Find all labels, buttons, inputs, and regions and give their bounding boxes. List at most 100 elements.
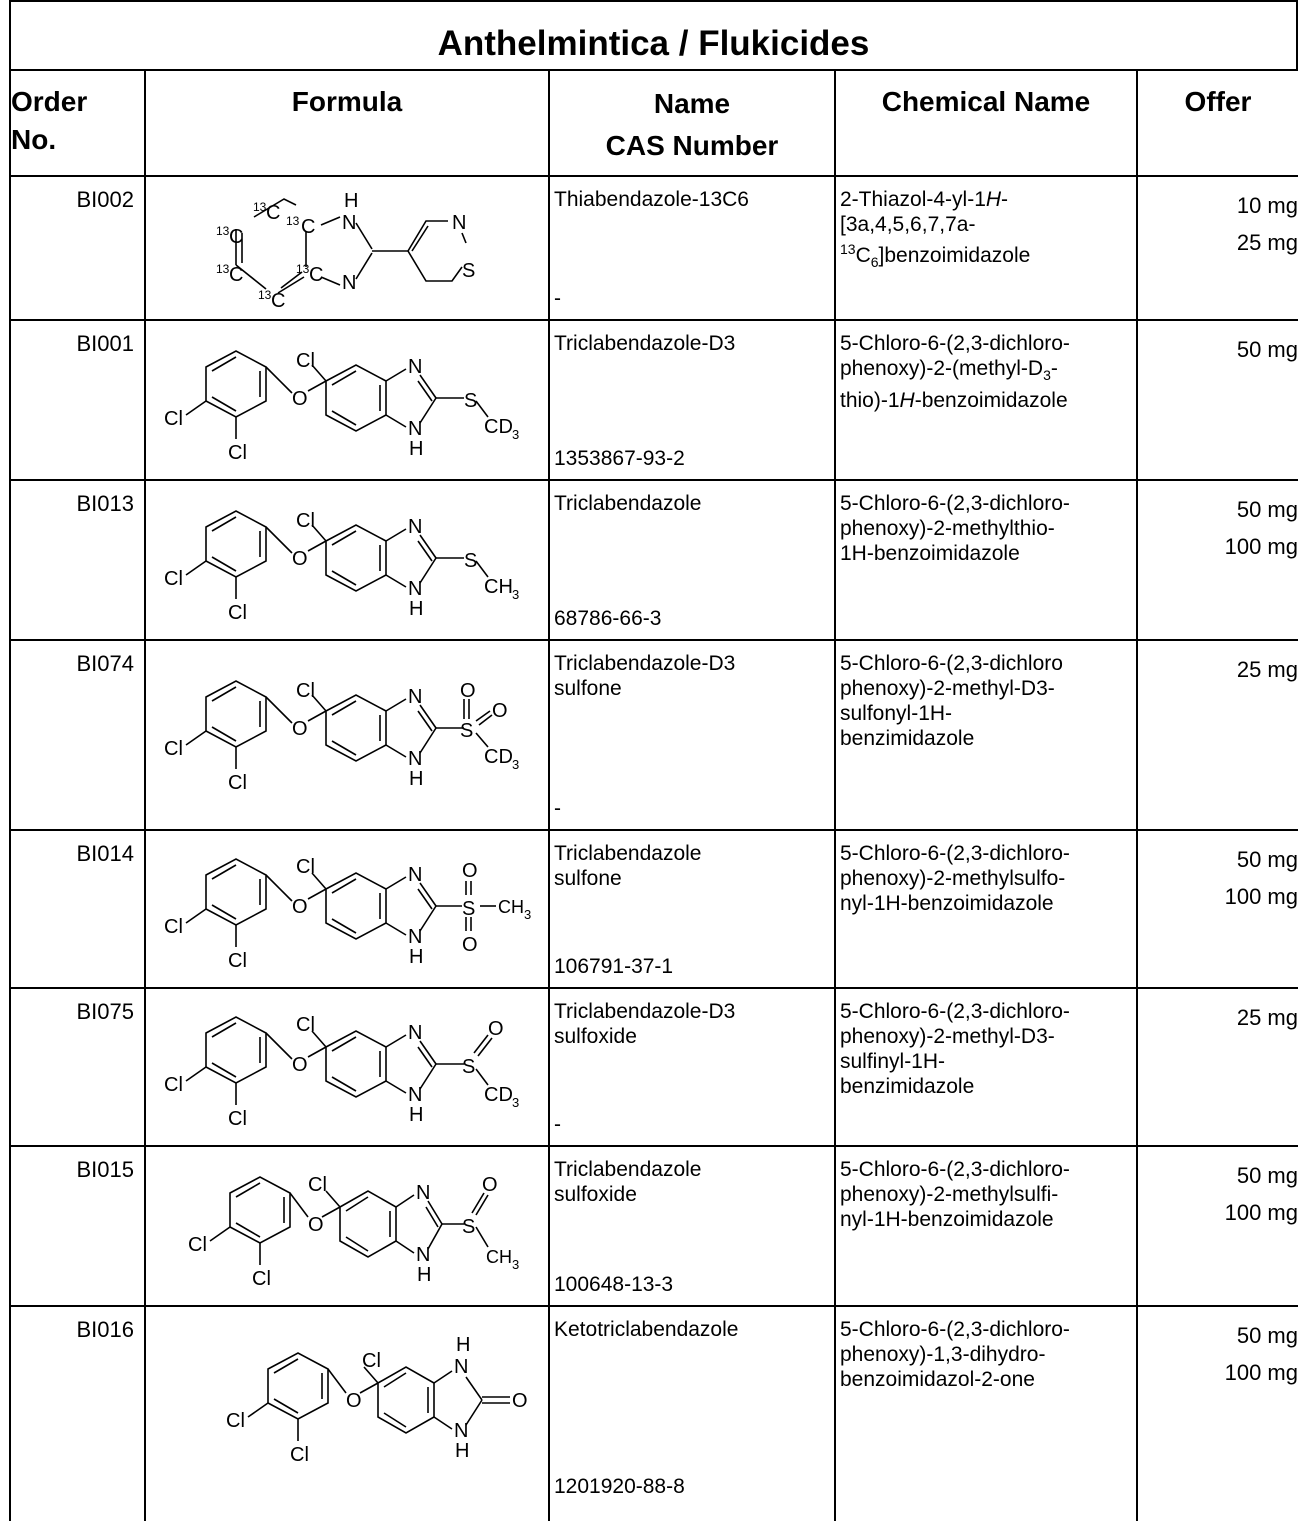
svg-text:N: N (454, 1356, 468, 1378)
structure-cell: Cl Cl Cl O N N H S CD 3 (144, 319, 550, 481)
svg-text:H: H (409, 1104, 423, 1126)
svg-text:Cl: Cl (296, 680, 315, 702)
svg-text:H: H (455, 1440, 469, 1462)
svg-text:3: 3 (524, 907, 531, 922)
svg-text:Cl: Cl (228, 950, 247, 972)
svg-text:C: C (266, 202, 280, 224)
svg-text:S: S (460, 720, 473, 742)
offer-amount: 50 mg (1236, 847, 1298, 872)
svg-text:N: N (408, 356, 422, 378)
cas-number: 106791-37-1 (554, 955, 674, 978)
svg-text:N: N (342, 212, 356, 234)
order-number: BI001 (9, 319, 146, 481)
chemical-name: 5-Chloro-6-(2,3-dichloro- phenoxy)-2-met… (834, 479, 1138, 641)
svg-text:O: O (292, 388, 308, 410)
product-name: Triclabendazole (554, 1158, 702, 1181)
triclabendazole-d3-sulfoxide-structure: Cl Cl Cl O N N H O S CD 3 (164, 1014, 519, 1130)
offer-amount: 100 mg (1224, 1200, 1298, 1225)
svg-text:Cl: Cl (296, 856, 315, 878)
structure-cell: Cl Cl Cl O N N H O S CH 3 (144, 1145, 550, 1307)
order-number: BI074 (9, 639, 146, 831)
svg-text:CH: CH (486, 1247, 512, 1267)
cas-number: 1201920-88-8 (554, 1475, 685, 1498)
structure-cell: Cl Cl Cl O H N N H O (144, 1305, 550, 1521)
table-row: BI016 Cl Cl Cl O H N (9, 1305, 1298, 1521)
offer-cell: 50 mg 100 mg (1136, 1305, 1298, 1521)
svg-text:O: O (292, 896, 308, 918)
structure-cell: 13 C 13 C 13 C 13 C 13 C 13 C H N N N S (144, 175, 550, 321)
header-formula: Formula (144, 69, 550, 177)
product-name-line2: sulfoxide (554, 1183, 637, 1206)
svg-text:CH: CH (498, 897, 524, 917)
product-name-cell: Triclabendazole sulfoxide 100648-13-3 (548, 1145, 836, 1307)
svg-text:H: H (417, 1264, 431, 1286)
svg-text:H: H (344, 190, 358, 212)
offer-amount: 10 mg (1236, 193, 1298, 218)
svg-text:N: N (454, 1420, 468, 1442)
offer-cell: 50 mg 100 mg (1136, 829, 1298, 989)
svg-text:C: C (309, 264, 323, 286)
order-number: BI015 (9, 1145, 146, 1307)
svg-text:N: N (416, 1244, 430, 1266)
triclabendazole-structure: Cl Cl Cl O N N H S CH 3 (164, 510, 519, 624)
page-title: Anthelmintica / Flukicides (9, 0, 1298, 69)
svg-text:O: O (482, 1174, 498, 1196)
svg-text:Cl: Cl (164, 408, 183, 430)
cas-number: 1353867-93-2 (554, 447, 685, 470)
product-name: Triclabendazole-D3 (554, 1000, 736, 1023)
product-name-cell: Thiabendazole-13C6 - (548, 175, 836, 321)
offer-amount: 25 mg (1236, 657, 1298, 682)
svg-text:13: 13 (258, 288, 272, 302)
cas-number: 68786-66-3 (554, 607, 662, 630)
product-name-cell: Triclabendazole 68786-66-3 (548, 479, 836, 641)
svg-text:Cl: Cl (290, 1444, 309, 1466)
table-row: BI074 Cl Cl Cl (9, 639, 1298, 831)
svg-text:N: N (408, 1084, 422, 1106)
svg-text:Cl: Cl (164, 738, 183, 760)
svg-text:Cl: Cl (308, 1174, 327, 1196)
svg-text:N: N (416, 1182, 430, 1204)
svg-text:13: 13 (296, 262, 310, 276)
svg-text:Cl: Cl (164, 916, 183, 938)
svg-text:Cl: Cl (188, 1234, 207, 1256)
chemical-name: 5-Chloro-6-(2,3-dichloro- phenoxy)-2-met… (834, 1145, 1138, 1307)
triclabendazole-d3-structure: Cl Cl Cl O N N H S CD 3 (164, 350, 519, 464)
svg-text:O: O (462, 860, 478, 882)
product-name-cell: Triclabendazole-D3 1353867-93-2 (548, 319, 836, 481)
svg-text:H: H (409, 768, 423, 790)
chemical-name: 5-Chloro-6-(2,3-dichloro- phenoxy)-2-met… (834, 987, 1138, 1147)
svg-text:N: N (408, 578, 422, 600)
svg-text:Cl: Cl (252, 1268, 271, 1290)
ketotriclabendazole-structure: Cl Cl Cl O H N N H O (226, 1334, 528, 1466)
svg-text:Cl: Cl (164, 568, 183, 590)
table-row: BI001 Cl Cl Cl O N N (9, 319, 1298, 481)
svg-text:C: C (271, 290, 285, 312)
svg-text:N: N (408, 686, 422, 708)
svg-text:Cl: Cl (228, 442, 247, 464)
svg-text:CD: CD (484, 416, 513, 438)
product-name: Triclabendazole (554, 492, 702, 515)
svg-text:3: 3 (512, 1095, 519, 1110)
svg-text:Cl: Cl (362, 1350, 381, 1372)
offer-amount: 100 mg (1224, 1360, 1298, 1385)
offer-cell: 25 mg (1136, 639, 1298, 831)
cas-number: - (554, 797, 561, 820)
offer-amount: 50 mg (1236, 497, 1298, 522)
product-name-line2: sulfoxide (554, 1025, 637, 1048)
svg-text:13: 13 (216, 224, 230, 238)
svg-text:H: H (409, 598, 423, 620)
svg-text:S: S (462, 1056, 475, 1078)
svg-text:N: N (408, 748, 422, 770)
svg-text:N: N (408, 864, 422, 886)
cas-number: - (554, 1113, 561, 1136)
order-number: BI016 (9, 1305, 146, 1521)
offer-cell: 10 mg 25 mg (1136, 175, 1298, 321)
svg-text:13: 13 (286, 214, 300, 228)
cas-number: 100648-13-3 (554, 1273, 674, 1296)
svg-text:C: C (301, 216, 315, 238)
header-chemical-name: Chemical Name (834, 69, 1138, 177)
product-name-line2: sulfone (554, 677, 622, 700)
svg-text:O: O (292, 1054, 308, 1076)
svg-text:O: O (292, 718, 308, 740)
